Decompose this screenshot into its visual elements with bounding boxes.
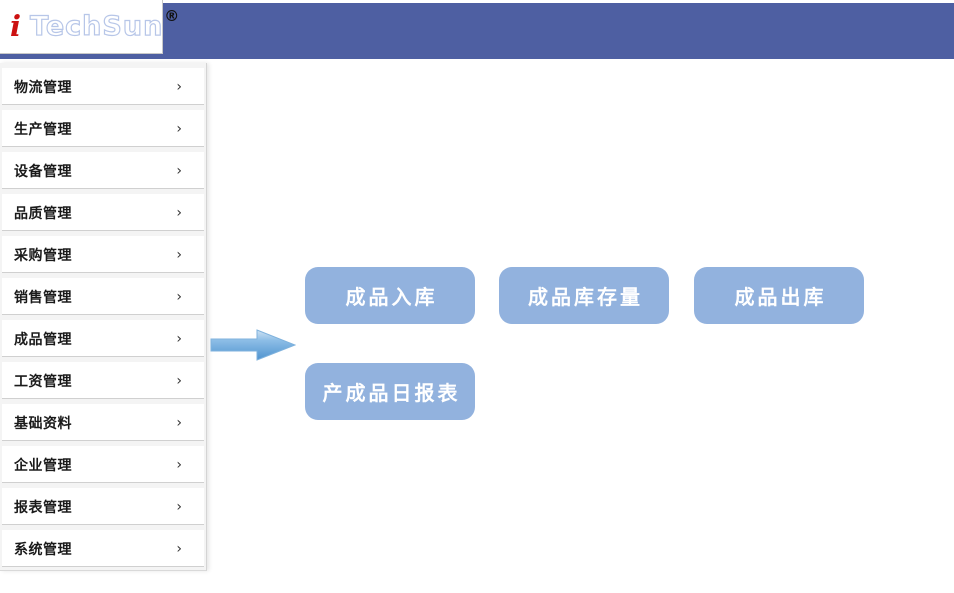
sidebar-item-gongzi[interactable]: 工资管理 ›	[2, 362, 204, 399]
chevron-right-icon: ›	[176, 498, 182, 515]
sidebar-item-label: 成品管理	[14, 331, 72, 348]
sidebar-item-label: 生产管理	[14, 121, 72, 138]
tile-finished-goods-stock[interactable]: 成品库存量	[499, 267, 669, 324]
tile-label: 成品入库	[345, 285, 438, 309]
chevron-right-icon: ›	[176, 78, 182, 95]
sidebar-item-chengpin[interactable]: 成品管理 ›	[2, 320, 204, 357]
registered-trademark-icon: ®	[164, 6, 180, 25]
chevron-right-icon: ›	[176, 414, 182, 431]
sidebar-item-jichuziliao[interactable]: 基础资料 ›	[2, 404, 204, 441]
sidebar-item-label: 设备管理	[14, 163, 72, 180]
sidebar-item-shebei[interactable]: 设备管理 ›	[2, 152, 204, 189]
sidebar-item-label: 基础资料	[14, 415, 72, 432]
logo-wordmark: TechSun	[29, 11, 164, 42]
tile-finished-goods-inbound[interactable]: 成品入库	[305, 267, 475, 324]
main-content-area	[207, 63, 954, 593]
app-logo[interactable]: i TechSun ®	[0, 0, 179, 54]
tile-label: 成品出库	[734, 285, 827, 309]
tile-label: 产成品日报表	[322, 381, 461, 405]
chevron-right-icon: ›	[176, 162, 182, 179]
sidebar-item-shengchan[interactable]: 生产管理 ›	[2, 110, 204, 147]
logo-initial-letter: i	[10, 9, 22, 43]
sidebar-item-caigou[interactable]: 采购管理 ›	[2, 236, 204, 273]
sidebar-nav: 物流管理 › 生产管理 › 设备管理 › 品质管理 › 采购管理 › 销售管理 …	[0, 63, 207, 571]
header-bottom-edge	[0, 59, 954, 63]
sidebar-item-pinzhi[interactable]: 品质管理 ›	[2, 194, 204, 231]
chevron-right-icon: ›	[176, 456, 182, 473]
sidebar-item-baobiao[interactable]: 报表管理 ›	[2, 488, 204, 525]
chevron-right-icon: ›	[176, 204, 182, 221]
sidebar-item-label: 工资管理	[14, 373, 72, 390]
chevron-right-icon: ›	[176, 372, 182, 389]
tile-finished-goods-outbound[interactable]: 成品出库	[694, 267, 864, 324]
sidebar-item-label: 销售管理	[14, 289, 72, 306]
chevron-right-icon: ›	[176, 540, 182, 557]
chevron-right-icon: ›	[176, 288, 182, 305]
chevron-right-icon: ›	[176, 120, 182, 137]
sidebar-item-label: 采购管理	[14, 247, 72, 264]
sidebar-item-label: 物流管理	[14, 79, 72, 96]
tile-finished-goods-daily-report[interactable]: 产成品日报表	[305, 363, 475, 420]
sidebar-item-label: 企业管理	[14, 457, 72, 474]
sidebar-item-label: 系统管理	[14, 541, 72, 558]
sidebar-item-qiye[interactable]: 企业管理 ›	[2, 446, 204, 483]
sidebar-item-xiaoshou[interactable]: 销售管理 ›	[2, 278, 204, 315]
arrow-right-icon	[210, 329, 296, 361]
chevron-right-icon: ›	[176, 330, 182, 347]
sidebar-item-wuliu[interactable]: 物流管理 ›	[2, 68, 204, 105]
sidebar-item-xitong[interactable]: 系统管理 ›	[2, 530, 204, 567]
sidebar-item-label: 品质管理	[14, 205, 72, 222]
chevron-right-icon: ›	[176, 246, 182, 263]
tile-label: 成品库存量	[528, 285, 643, 309]
sidebar-item-label: 报表管理	[14, 499, 72, 516]
